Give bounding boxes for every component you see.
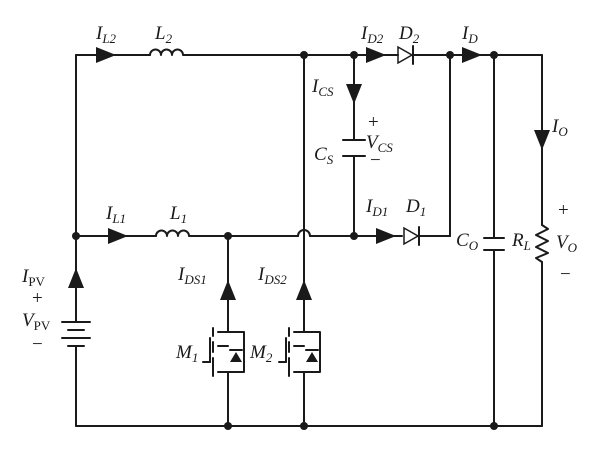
label-l2: L2	[154, 23, 173, 46]
label-vcs-plus: +	[368, 112, 379, 133]
label-vpv-minus: −	[32, 334, 43, 355]
label-id1: ID1	[365, 196, 388, 219]
junction-dot	[300, 51, 308, 59]
arrow-id	[462, 47, 482, 63]
label-vcs-minus: −	[370, 150, 381, 171]
diode-d2	[389, 45, 414, 65]
junction-dot	[490, 422, 498, 430]
label-co: CO	[456, 230, 479, 253]
label-cs: CS	[314, 144, 334, 167]
diode-d1	[403, 226, 420, 246]
label-il1: IL1	[105, 203, 126, 226]
mosfet-m2	[278, 321, 321, 427]
label-vo-minus: −	[560, 264, 571, 285]
label-m2: M2	[249, 342, 273, 365]
arrow-ids2	[296, 280, 312, 300]
label-d1: D1	[405, 196, 426, 219]
label-vpv-plus: +	[32, 288, 43, 309]
label-id2: ID2	[360, 23, 384, 46]
label-l1: L1	[169, 203, 187, 226]
label-ipv: IPV	[21, 266, 46, 289]
junction-dot	[350, 232, 358, 240]
junction-dot	[350, 51, 358, 59]
label-vo-plus: +	[558, 200, 569, 221]
arrow-io	[534, 130, 550, 150]
label-vcs: VCS	[366, 132, 393, 155]
label-vo: VO	[556, 232, 578, 255]
label-ids2: IDS2	[257, 264, 287, 287]
label-rl: RL	[511, 230, 531, 253]
capacitor-co	[483, 237, 505, 251]
label-il2: IL2	[95, 23, 117, 46]
resistor-rl	[535, 224, 549, 263]
mosfet-m1	[202, 321, 245, 427]
arrow-il2	[96, 47, 116, 63]
arrow-id2	[366, 47, 386, 63]
label-io: IO	[551, 116, 568, 139]
label-d2: D2	[398, 23, 420, 46]
inductor-l2	[148, 48, 185, 56]
junction-dot	[72, 232, 80, 240]
arrow-id1	[376, 228, 396, 244]
arrow-il1	[108, 228, 128, 244]
junction-dot	[224, 232, 232, 240]
arrow-ics	[346, 84, 362, 104]
arrow-ipv	[68, 268, 84, 288]
label-m1: M1	[175, 342, 198, 365]
junction-dot	[446, 51, 454, 59]
pv-source	[61, 321, 91, 353]
label-id: ID	[461, 23, 478, 46]
junction-dot	[490, 51, 498, 59]
label-vpv: VPV	[22, 310, 51, 333]
arrow-ids1	[220, 280, 236, 300]
label-ids1: IDS1	[177, 264, 207, 287]
capacitor-cs	[342, 139, 366, 157]
label-ics: ICS	[311, 76, 334, 99]
inductor-l1	[155, 229, 190, 237]
